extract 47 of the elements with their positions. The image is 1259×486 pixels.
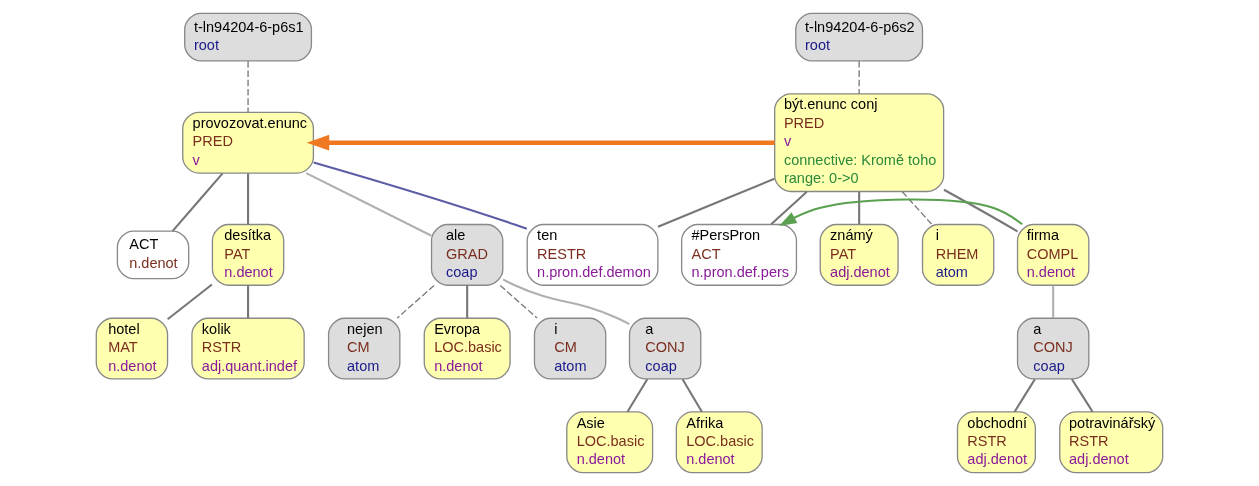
node-box: hotel MAT n.denot: [95, 317, 169, 380]
node-box: Asie LOC.basic n.denot: [566, 411, 654, 474]
node-box: Evropa LOC.basic n.denot: [423, 317, 511, 380]
node-box: ten RESTR n.pron.def.demon: [526, 223, 659, 286]
node-box: ACT n.denot: [116, 230, 190, 280]
node-box: t-ln94204-6-p6s1 root: [184, 12, 313, 62]
node-box: a CONJ coap: [628, 317, 702, 380]
connector: [396, 284, 435, 319]
arrow: [779, 198, 1023, 226]
connector: [499, 284, 538, 319]
connector: [305, 172, 432, 237]
node-box: známý PAT adj.denot: [819, 223, 899, 286]
connector: [502, 278, 630, 326]
connector: [171, 172, 224, 232]
node-box: kolik RSTR adj.quant.indef: [191, 317, 305, 380]
node-box: #PersPron ACT n.pron.def.pers: [680, 223, 798, 286]
connector: [247, 285, 250, 318]
arrow: [306, 134, 775, 151]
connector: [466, 285, 469, 318]
node-box: t-ln94204-6-p6s2 root: [795, 12, 924, 62]
connector: [1070, 378, 1094, 413]
node-box: provozovat.enunc PRED v: [182, 111, 315, 174]
node-box: Afrika LOC.basic n.denot: [675, 411, 763, 474]
connector: [247, 60, 249, 113]
node-box: i CM atom: [533, 317, 607, 380]
connector: [1013, 378, 1036, 413]
connector: [247, 173, 250, 225]
node-box: ale GRAD coap: [430, 223, 504, 286]
node-box: potravinářský RSTR adj.denot: [1059, 411, 1164, 474]
connector: [1052, 285, 1055, 318]
connector: [626, 378, 649, 413]
connector: [681, 378, 703, 413]
node-box: nejen CM atom: [327, 317, 401, 380]
node-box: i RHEM atom: [921, 223, 995, 286]
node-box: firma COMPL n.denot: [1016, 223, 1090, 286]
connector: [166, 283, 213, 321]
connector: [770, 190, 808, 226]
connector: [858, 60, 860, 95]
connector: [313, 161, 528, 230]
node-box: desítka PAT n.denot: [211, 223, 285, 286]
connector: [657, 177, 775, 228]
connector: [901, 191, 933, 225]
node-box: a CONJ coap: [1016, 317, 1090, 380]
connector: [943, 188, 1018, 233]
node-box: obchodní RSTR adj.denot: [956, 411, 1036, 474]
node-box: být.enunc conj PRED v connective: Kromě toho range: 0->0: [774, 93, 945, 193]
connector: [858, 191, 861, 225]
